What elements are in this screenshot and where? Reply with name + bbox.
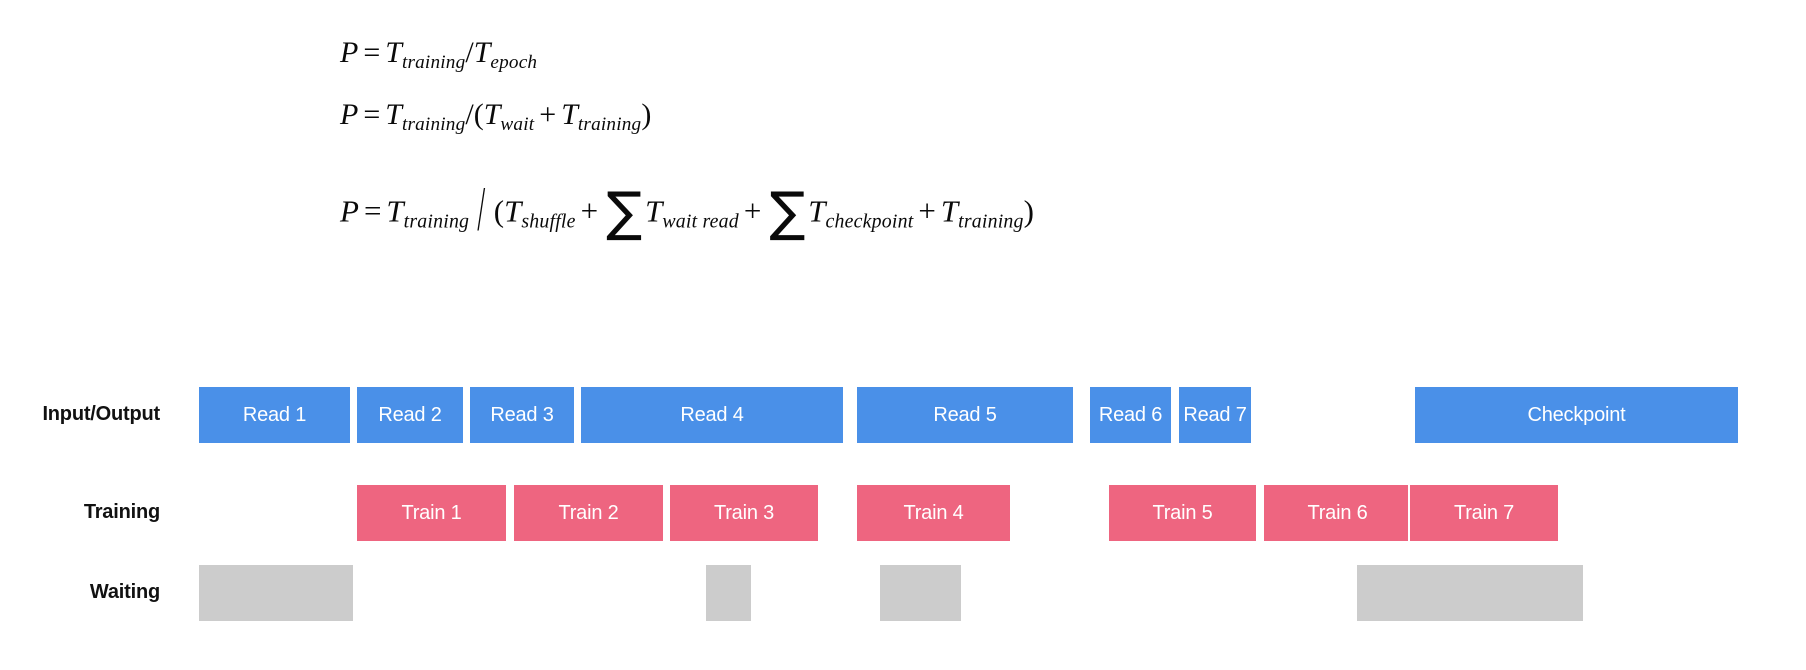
formula-3-plus-2: + [743,193,762,229]
formula-2-open-paren: ( [473,98,484,131]
formula-3-plus-3: + [918,193,936,229]
formula-block: P=Ttraining/Tepoch P=Ttraining/(Twait+Tt… [0,0,1806,300]
formula-2-close-paren: ) [641,98,652,131]
timeline-bar-label: Read 1 [242,403,307,426]
timeline-bar-training-1: Train 1 [355,483,508,543]
timeline-bar-input-output-7: Read 7 [1177,385,1253,445]
formula-3-sub-checkpoint: checkpoint [825,210,914,233]
timeline-bar-label: Train 2 [558,501,619,524]
formula-1-sub-training: training [401,51,466,73]
formula-1-lhs: P [340,36,359,69]
formula-2-equals: = [363,98,381,131]
formula-3-sub-training-2: training [958,210,1024,233]
timeline-chart: Input/Output Read 1 Read 2 Read 3 Read 4 Rea… [0,300,1806,670]
formula-line-2: P=Ttraining/(Twait+Ttraining) [340,100,651,134]
row-label-waiting: Waiting [89,581,160,603]
timeline-bar-label: Train 5 [1152,501,1213,524]
formula-3-open-paren: ( [493,193,505,229]
timeline-bar-training-5: Train 5 [1107,483,1258,543]
timeline-bar-label: Train 3 [713,501,775,524]
formula-3-t-training: T [386,193,404,229]
formula-3-sub-training: training [403,210,470,233]
row-label-training: Training [83,501,160,523]
row-label-input-output: Input/Output [42,403,160,425]
formula-1-equals: = [363,36,381,69]
timeline-bar-label: Read 4 [680,403,744,426]
formula-3-close-paren: ) [1023,193,1034,229]
timeline-bar-label: Read 6 [1098,403,1163,426]
formula-3-equals: = [363,193,382,229]
timeline-bar-input-output-2: Read 2 [355,385,465,445]
timeline-bar-label: Read 2 [378,403,442,426]
formula-2-t-training-2: T [561,98,578,131]
timeline-bar-label: Train 6 [1307,501,1368,524]
formula-3-t-checkpoint: T [808,193,826,229]
timeline-bar-training-7: Train 7 [1408,483,1560,543]
timeline-row-training: Training Train 1 Train 2 Train 3 Train 4 Tra… [0,483,1806,543]
formula-3-t-training-2: T [940,193,959,229]
formula-line-3: P=Ttraining/(Tshuffle+∑Twait read+∑Tchec… [340,177,1034,243]
summation-icon: ∑ [606,181,643,243]
timeline-bar-training-6: Train 6 [1262,483,1413,543]
timeline-bar-input-output-4: Read 4 [579,385,845,445]
timeline-bar-label: Train 7 [1453,501,1515,524]
timeline-bar-input-output-3: Read 3 [468,385,576,445]
timeline-row-waiting: Waiting [0,563,1806,623]
timeline-bar-training-2: Train 2 [512,483,665,543]
timeline-bar-label: Train 4 [903,501,964,524]
formula-1-t-epoch: T [473,36,491,69]
formula-line-1: P=Ttraining/Tepoch [340,38,537,72]
formula-3-t-wait-read: T [645,193,663,229]
timeline-bar-training-4: Train 4 [855,483,1012,543]
timeline-bar-input-output-1: Read 1 [197,385,352,445]
timeline-bar-waiting-2 [704,563,753,623]
timeline-bar-input-output-5: Read 5 [855,385,1075,445]
formula-2-t-training: T [385,98,402,131]
formula-3-plus-1: + [580,193,599,229]
formula-2-t-wait: T [483,98,501,131]
timeline-bar-waiting-4 [1355,563,1585,623]
timeline-bar-waiting-3 [878,563,963,623]
timeline-bar-training-3: Train 3 [668,483,820,543]
timeline-bar-label: Read 7 [1183,403,1247,426]
formula-1-t-training: T [385,36,402,69]
formula-2-sub-wait: wait [500,113,535,135]
timeline-bar-label: Checkpoint [1527,403,1626,426]
timeline-bar-input-output-8: Checkpoint [1413,385,1740,445]
timeline-bar-input-output-6: Read 6 [1088,385,1173,445]
timeline-bar-waiting-1 [197,563,355,623]
summation-icon-2: ∑ [769,181,806,243]
formula-3-t-shuffle: T [504,193,522,229]
formula-2-lhs: P [340,98,359,131]
formula-2-sub-training: training [401,113,466,135]
formula-3-slash: / [477,173,486,245]
formula-1-slash: / [465,36,474,69]
formula-3-sub-wait-read: wait read [662,210,739,233]
formula-2-sub-training-2: training [577,113,642,135]
timeline-bar-label: Read 3 [490,403,554,426]
timeline-row-input-output: Input/Output Read 1 Read 2 Read 3 Read 4 Rea… [0,385,1806,445]
formula-2-plus: + [539,98,557,131]
formula-2-slash: / [465,98,474,131]
formula-3-sub-shuffle: shuffle [521,210,576,233]
timeline-bar-label: Train 1 [401,501,462,524]
formula-3-lhs: P [340,193,359,229]
formula-1-sub-epoch: epoch [490,51,538,73]
timeline-bar-label: Read 5 [933,403,997,426]
